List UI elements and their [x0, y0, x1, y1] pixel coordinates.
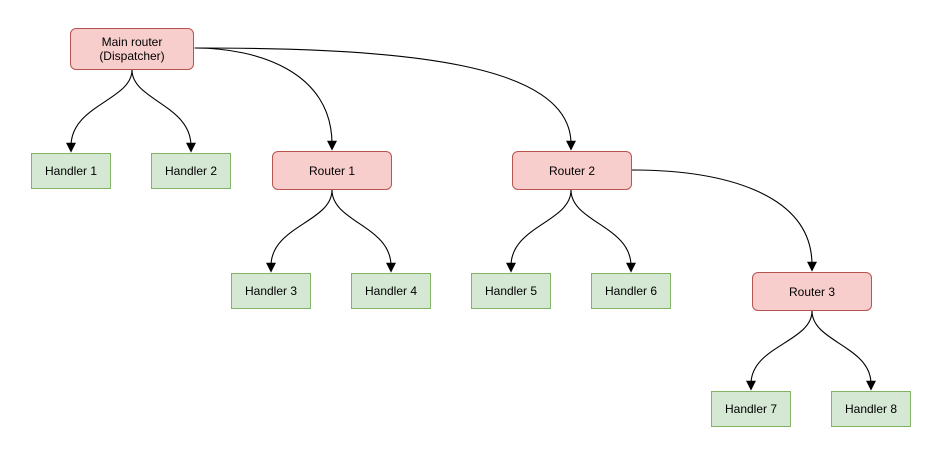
- edge-router1-handler4: [331, 189, 392, 267]
- node-handler-8-label: Handler 8: [844, 402, 898, 416]
- arrow-handler-4-head-icon: [386, 262, 396, 273]
- node-handler-1[interactable]: Handler 1: [31, 153, 111, 189]
- node-router-2-label: Router 2: [548, 163, 596, 178]
- node-handler-4[interactable]: Handler 4: [351, 273, 431, 309]
- node-router-1[interactable]: Router 1: [272, 151, 392, 190]
- arrow-handler-5-head-icon: [506, 262, 516, 273]
- arrow-handler-7-head-icon: [746, 380, 756, 391]
- edge-main-router1: [194, 47, 333, 145]
- node-router-2[interactable]: Router 2: [512, 151, 632, 190]
- node-handler-2[interactable]: Handler 2: [151, 153, 231, 189]
- node-router-3[interactable]: Router 3: [752, 272, 872, 311]
- arrow-router-3-head-icon: [807, 261, 817, 272]
- arrow-handler-3-head-icon: [266, 262, 276, 273]
- node-handler-3-label: Handler 3: [244, 284, 298, 298]
- node-router-1-label: Router 1: [308, 163, 356, 178]
- arrow-router-1-head-icon: [327, 140, 337, 151]
- node-handler-1-label: Handler 1: [44, 164, 98, 178]
- edge-main-handler2: [131, 69, 192, 147]
- edge-router3-handler8: [811, 310, 872, 385]
- node-handler-8[interactable]: Handler 8: [831, 391, 911, 427]
- node-router-3-label: Router 3: [788, 284, 836, 299]
- edge-router1-handler3: [270, 189, 333, 267]
- node-main-router-label: Main router (Dispatcher): [99, 35, 165, 63]
- arrow-handler-2-head-icon: [186, 142, 196, 153]
- node-handler-2-label: Handler 2: [164, 164, 218, 178]
- edge-router2-handler6: [570, 189, 632, 267]
- edge-main-handler1: [70, 69, 133, 147]
- edge-router2-handler5: [510, 189, 572, 267]
- node-handler-6-label: Handler 6: [604, 284, 658, 298]
- node-handler-4-label: Handler 4: [364, 284, 418, 298]
- arrow-handler-8-head-icon: [866, 380, 876, 391]
- arrow-handler-6-head-icon: [626, 262, 636, 273]
- edge-main-router2: [194, 47, 572, 145]
- arrow-router-2-head-icon: [566, 140, 576, 151]
- node-handler-6[interactable]: Handler 6: [591, 273, 671, 309]
- node-main-router[interactable]: Main router (Dispatcher): [70, 28, 194, 70]
- arrow-handler-1-head-icon: [66, 142, 76, 153]
- edge-router2-router3: [631, 169, 813, 266]
- edge-router3-handler7: [750, 310, 813, 385]
- node-handler-5[interactable]: Handler 5: [471, 273, 551, 309]
- node-handler-7-label: Handler 7: [724, 402, 778, 416]
- node-handler-5-label: Handler 5: [484, 284, 538, 298]
- node-handler-7[interactable]: Handler 7: [711, 391, 791, 427]
- node-handler-3[interactable]: Handler 3: [231, 273, 311, 309]
